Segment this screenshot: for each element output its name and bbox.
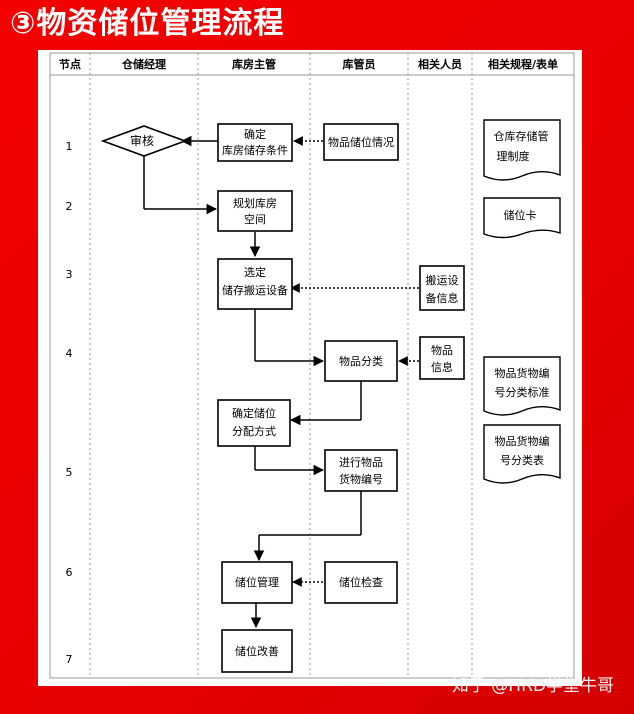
node-number: 6 xyxy=(66,566,73,579)
node-number: 2 xyxy=(66,200,73,213)
header-storage-manager: 仓储经理 xyxy=(121,57,166,71)
storage-rules-line1: 仓库存储管 xyxy=(494,129,549,143)
header-storekeeper: 库管员 xyxy=(343,57,376,71)
node-number: 5 xyxy=(66,466,73,479)
handling-info-line2: 备信息 xyxy=(426,291,459,305)
review-diamond xyxy=(100,125,188,157)
node-number: 1 xyxy=(66,140,73,153)
node-number: 4 xyxy=(66,347,73,360)
header-node: 节点 xyxy=(59,57,81,71)
flowchart-sheet: 节点 仓储经理 库房主管 库管员 相关人员 相关规程/表单 1 2 3 4 5 … xyxy=(38,50,582,686)
classification-standard-line1: 物品货物编 xyxy=(495,366,550,380)
plan-space-box xyxy=(217,190,293,232)
handling-info-box xyxy=(419,265,465,311)
swimlane-grid xyxy=(49,52,575,679)
classification-standard-line2: 号分类标准 xyxy=(495,385,550,399)
classify-box xyxy=(324,340,398,382)
slot-management-label: 储位管理 xyxy=(235,575,279,589)
confirm-conditions-line1: 确定 xyxy=(244,127,266,141)
stock-status-box xyxy=(323,123,399,161)
allocation-method-line1: 确定储位 xyxy=(232,406,276,420)
allocation-method-line2: 分配方式 xyxy=(232,424,276,438)
select-equipment-line1: 选定 xyxy=(244,265,266,279)
review-label: 审核 xyxy=(130,133,154,148)
stock-status-label: 物品储位情况 xyxy=(328,135,394,149)
node-number: 7 xyxy=(66,653,73,666)
numbering-line2: 货物编号 xyxy=(339,472,383,486)
numbering-line1: 进行物品 xyxy=(339,455,383,469)
select-equipment-box xyxy=(217,258,293,310)
slot-improvement-box xyxy=(221,629,293,673)
watermark: 知乎 @HRD学堂牛哥 xyxy=(451,676,614,696)
code-table-line1: 物品货物编 xyxy=(495,434,550,448)
document-slot-card xyxy=(483,197,561,239)
document-classification-standard xyxy=(483,356,561,416)
storage-rules-line2: 理制度 xyxy=(497,149,530,163)
confirm-conditions-line2: 库房储存条件 xyxy=(222,143,288,157)
header-related-docs: 相关规程/表单 xyxy=(488,57,558,71)
goods-info-line2: 信息 xyxy=(431,360,453,374)
goods-info-box xyxy=(419,336,465,380)
plan-space-line1: 规划库房 xyxy=(233,196,277,210)
document-storage-rules xyxy=(483,119,561,181)
flowchart-diagram: 节点 仓储经理 库房主管 库管员 相关人员 相关规程/表单 1 2 3 4 5 … xyxy=(49,52,575,679)
node-number: 3 xyxy=(66,268,73,281)
select-equipment-line2: 储存搬运设备 xyxy=(222,283,288,297)
page-title: ③物资储位管理流程 xyxy=(10,6,285,41)
code-table-line2: 号分类表 xyxy=(500,453,544,467)
slot-improvement-label: 储位改善 xyxy=(235,644,279,658)
confirm-conditions-box xyxy=(217,123,293,162)
slot-management-box xyxy=(221,561,293,604)
document-code-table xyxy=(483,424,561,484)
slot-check-box xyxy=(324,561,398,604)
slot-check-label: 储位检查 xyxy=(339,575,383,589)
header-related-staff: 相关人员 xyxy=(418,57,462,71)
slot-card-label: 储位卡 xyxy=(504,208,537,222)
header-warehouse-supervisor: 库房主管 xyxy=(232,57,276,71)
goods-info-line1: 物品 xyxy=(431,343,453,357)
classify-label: 物品分类 xyxy=(339,354,383,368)
allocation-method-box xyxy=(217,399,291,447)
numbering-box xyxy=(324,449,398,492)
plan-space-line2: 空间 xyxy=(244,212,266,226)
handling-info-line1: 搬运设 xyxy=(426,273,459,287)
